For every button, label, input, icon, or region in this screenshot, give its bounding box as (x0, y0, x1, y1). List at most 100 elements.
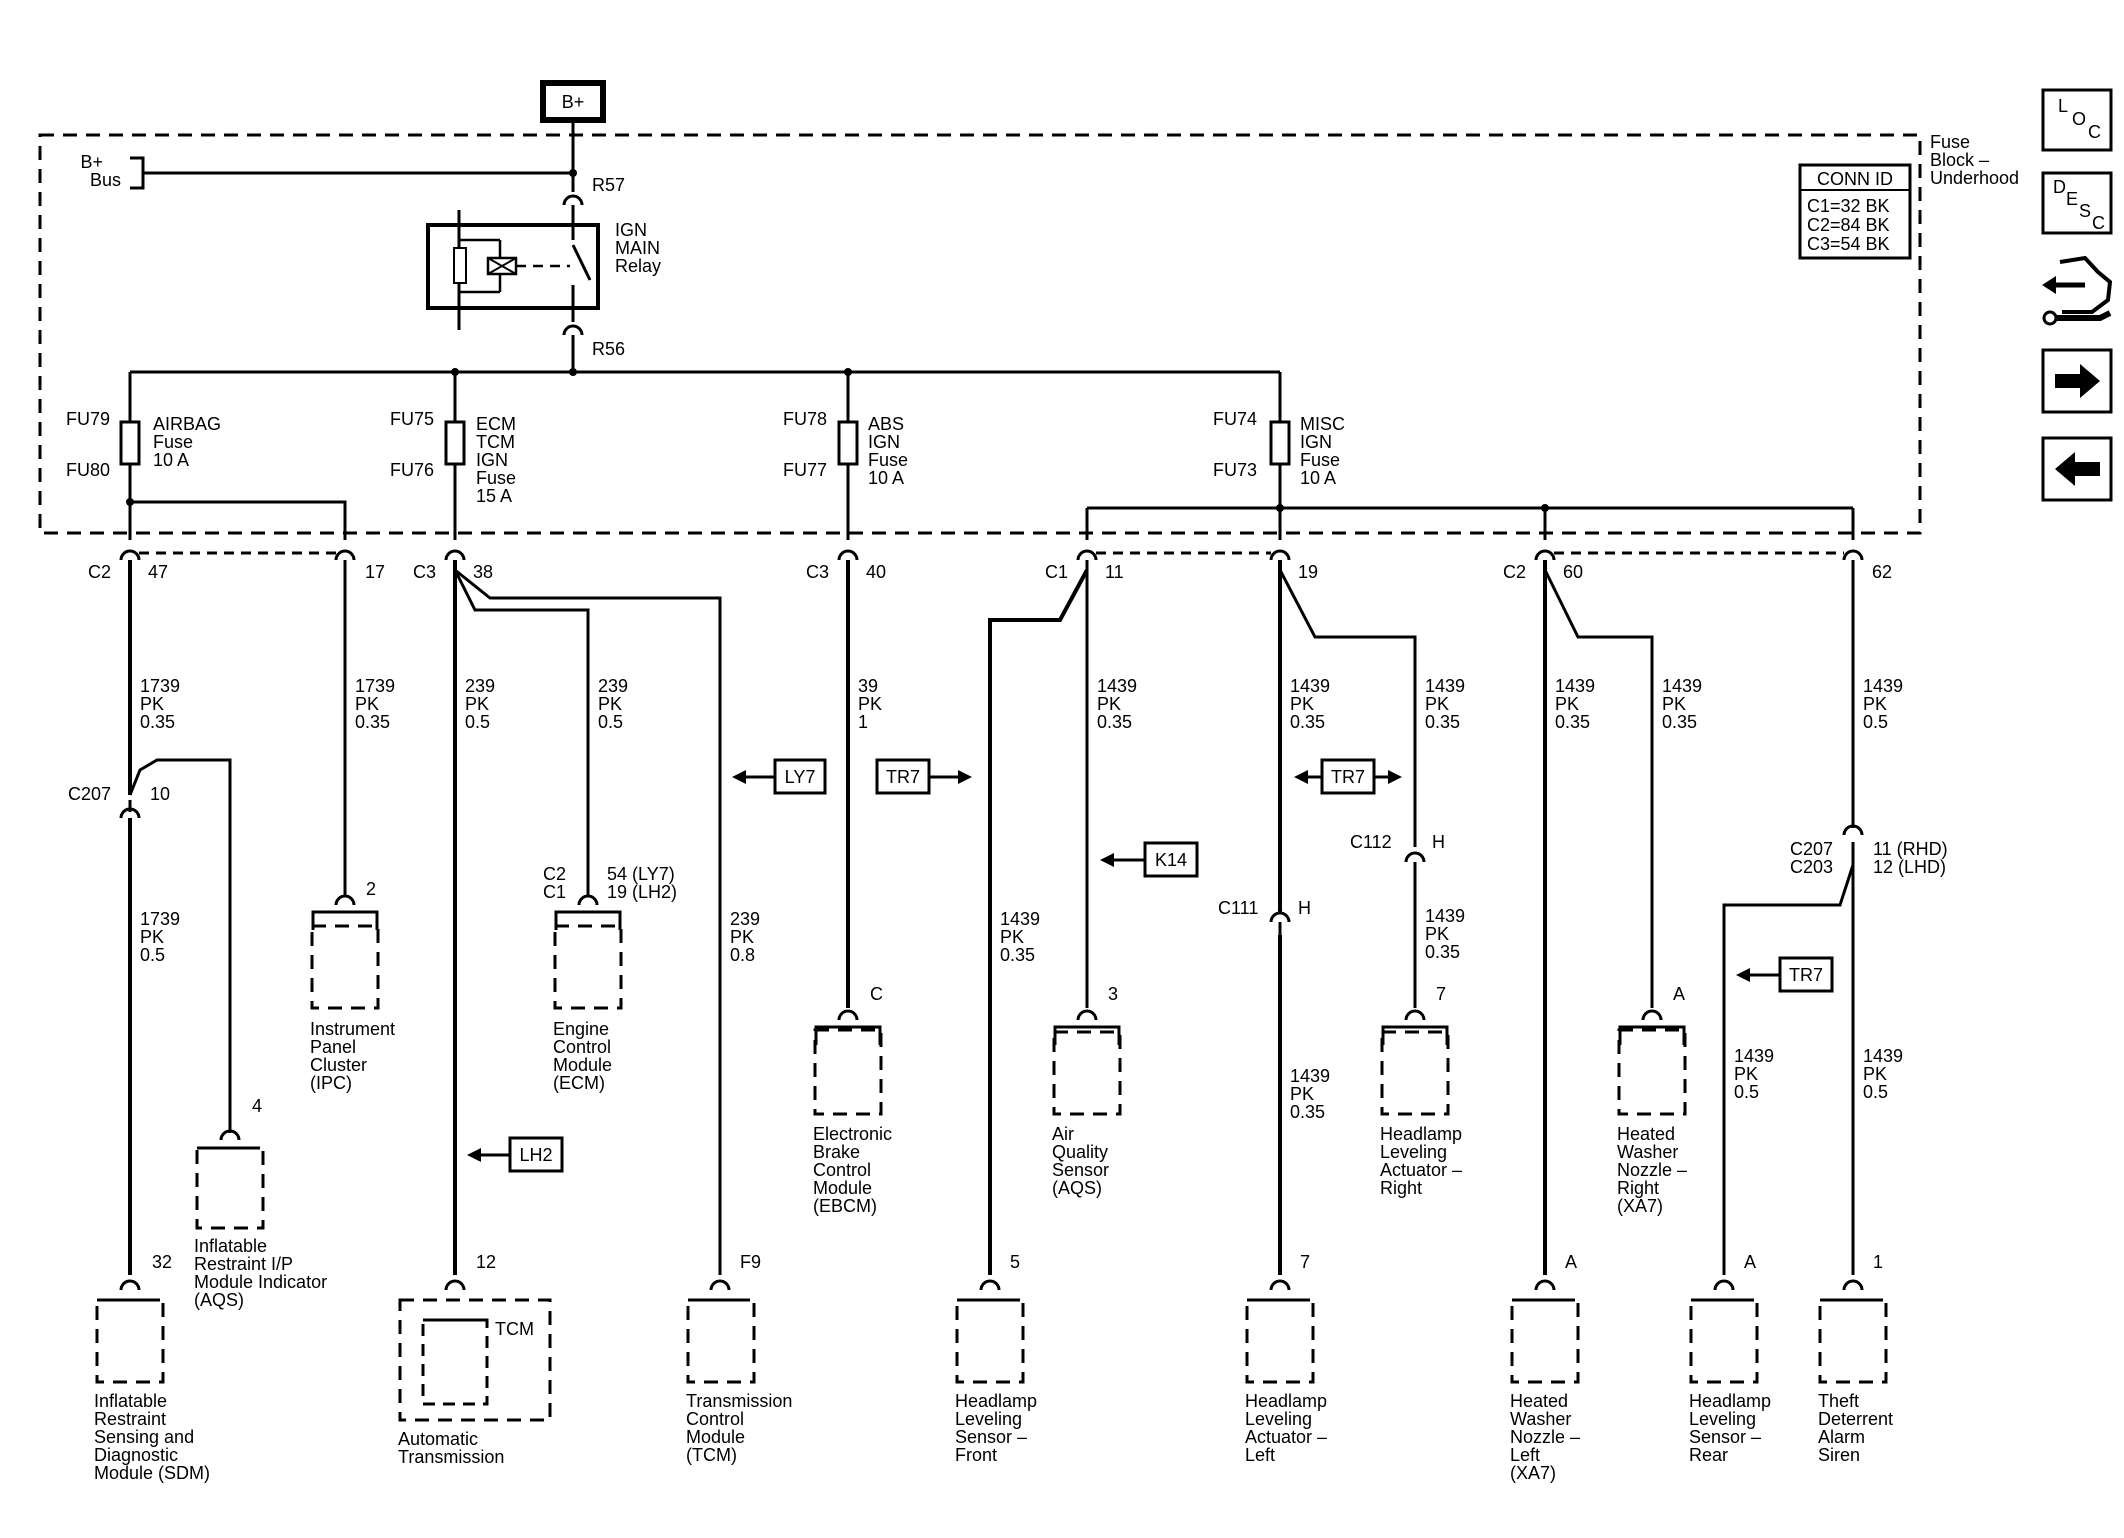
svg-text:(AQS): (AQS) (1052, 1178, 1102, 1198)
svg-text:Brake: Brake (813, 1142, 860, 1162)
conn-id-box: CONN ID C1=32 BK C2=84 BK C3=54 BK (1798, 163, 1912, 260)
svg-text:Restraint: Restraint (94, 1409, 166, 1429)
svg-text:0.35: 0.35 (1425, 712, 1460, 732)
desc-button[interactable]: D E S C (2041, 171, 2113, 235)
svg-text:0.35: 0.35 (1290, 1102, 1325, 1122)
fuse-block-label: Fuse Block – Underhood (1930, 132, 2019, 188)
svg-text:PK: PK (355, 694, 379, 714)
svg-text:TCM: TCM (476, 432, 515, 452)
svg-text:H: H (1298, 898, 1311, 918)
svg-text:1: 1 (858, 712, 868, 732)
svg-text:1439: 1439 (1097, 676, 1137, 696)
svg-text:TR7: TR7 (886, 767, 920, 787)
svg-text:239: 239 (730, 909, 760, 929)
svg-text:0.35: 0.35 (355, 712, 390, 732)
svg-text:1439: 1439 (1662, 676, 1702, 696)
svg-text:0.5: 0.5 (1734, 1082, 1759, 1102)
svg-text:Relay: Relay (615, 256, 661, 276)
svg-text:Control: Control (813, 1160, 871, 1180)
svg-text:AIRBAG: AIRBAG (153, 414, 221, 434)
svg-text:(TCM): (TCM) (686, 1445, 737, 1465)
previous-button[interactable] (2041, 436, 2113, 502)
svg-text:Sensor –: Sensor – (955, 1427, 1027, 1447)
svg-text:TR7: TR7 (1331, 767, 1365, 787)
svg-text:TCM: TCM (495, 1319, 534, 1339)
b-plus-bus: B+ Bus (80, 152, 577, 190)
svg-text:239: 239 (598, 676, 628, 696)
svg-text:A: A (1744, 1252, 1756, 1272)
svg-text:PK: PK (858, 694, 882, 714)
svg-text:(ECM): (ECM) (553, 1073, 605, 1093)
svg-text:0.8: 0.8 (730, 945, 755, 965)
svg-text:Sensing and: Sensing and (94, 1427, 194, 1447)
svg-text:C2: C2 (543, 864, 566, 884)
svg-text:7: 7 (1300, 1252, 1310, 1272)
svg-text:Module: Module (686, 1427, 745, 1447)
svg-text:32: 32 (152, 1252, 172, 1272)
schematic-tools-icon[interactable] (2042, 255, 2113, 326)
svg-text:IGN: IGN (615, 220, 647, 240)
svg-text:Fuse: Fuse (476, 468, 516, 488)
svg-text:19: 19 (1298, 562, 1318, 582)
svg-text:0.35: 0.35 (1555, 712, 1590, 732)
svg-text:38: 38 (473, 562, 493, 582)
svg-text:40: 40 (866, 562, 886, 582)
svg-text:A: A (1565, 1252, 1577, 1272)
svg-text:IGN: IGN (1300, 432, 1332, 452)
arrow-right-icon (2055, 364, 2100, 398)
ign-main-relay: R57 IGN MAIN Relay R56 (426, 135, 661, 372)
svg-text:Leveling: Leveling (1380, 1142, 1447, 1162)
svg-text:TR7: TR7 (1789, 965, 1823, 985)
svg-text:F9: F9 (740, 1252, 761, 1272)
svg-text:Leveling: Leveling (1689, 1409, 1756, 1429)
svg-text:FU78: FU78 (783, 409, 827, 429)
svg-text:47: 47 (148, 562, 168, 582)
option-k14: K14 (1100, 841, 1199, 878)
svg-text:C2: C2 (1503, 562, 1526, 582)
svg-text:C: C (870, 984, 883, 1004)
svg-text:Alarm: Alarm (1818, 1427, 1865, 1447)
loc-button[interactable]: L O C (2041, 88, 2113, 152)
next-button[interactable] (2041, 348, 2113, 414)
svg-text:Actuator –: Actuator – (1380, 1160, 1462, 1180)
svg-text:54 (LY7): 54 (LY7) (607, 864, 675, 884)
svg-text:R57: R57 (592, 175, 625, 195)
svg-text:12 (LHD): 12 (LHD) (1873, 857, 1946, 877)
svg-text:IGN: IGN (476, 450, 508, 470)
svg-text:1739: 1739 (140, 676, 180, 696)
svg-text:Front: Front (955, 1445, 997, 1465)
svg-text:MISC: MISC (1300, 414, 1345, 434)
svg-text:Fuse: Fuse (1930, 132, 1970, 152)
svg-text:1439: 1439 (1863, 1046, 1903, 1066)
svg-text:4: 4 (252, 1096, 262, 1116)
svg-text:PK: PK (1000, 927, 1024, 947)
svg-text:1739: 1739 (355, 676, 395, 696)
svg-text:Control: Control (553, 1037, 611, 1057)
svg-text:1: 1 (1873, 1252, 1883, 1272)
svg-text:Transmission: Transmission (686, 1391, 792, 1411)
svg-text:Fuse: Fuse (868, 450, 908, 470)
svg-text:Heated: Heated (1617, 1124, 1675, 1144)
svg-text:Inflatable: Inflatable (194, 1236, 267, 1256)
svg-text:ABS: ABS (868, 414, 904, 434)
svg-text:Right: Right (1617, 1178, 1659, 1198)
svg-text:Panel: Panel (310, 1037, 356, 1057)
svg-text:Theft: Theft (1818, 1391, 1859, 1411)
svg-text:PK: PK (465, 694, 489, 714)
svg-text:Sensor –: Sensor – (1689, 1427, 1761, 1447)
svg-text:0.5: 0.5 (465, 712, 490, 732)
svg-text:Engine: Engine (553, 1019, 609, 1039)
svg-text:5: 5 (1010, 1252, 1020, 1272)
svg-text:C: C (2092, 213, 2105, 233)
svg-text:Fuse: Fuse (1300, 450, 1340, 470)
svg-text:PK: PK (1863, 694, 1887, 714)
svg-text:Restraint I/P: Restraint I/P (194, 1254, 293, 1274)
svg-text:1439: 1439 (1425, 906, 1465, 926)
svg-text:10 A: 10 A (1300, 468, 1336, 488)
svg-text:10: 10 (150, 784, 170, 804)
svg-text:39: 39 (858, 676, 878, 696)
arrow-left-icon (2055, 452, 2100, 486)
svg-text:LY7: LY7 (785, 767, 816, 787)
svg-text:Underhood: Underhood (1930, 168, 2019, 188)
svg-text:FU73: FU73 (1213, 460, 1257, 480)
